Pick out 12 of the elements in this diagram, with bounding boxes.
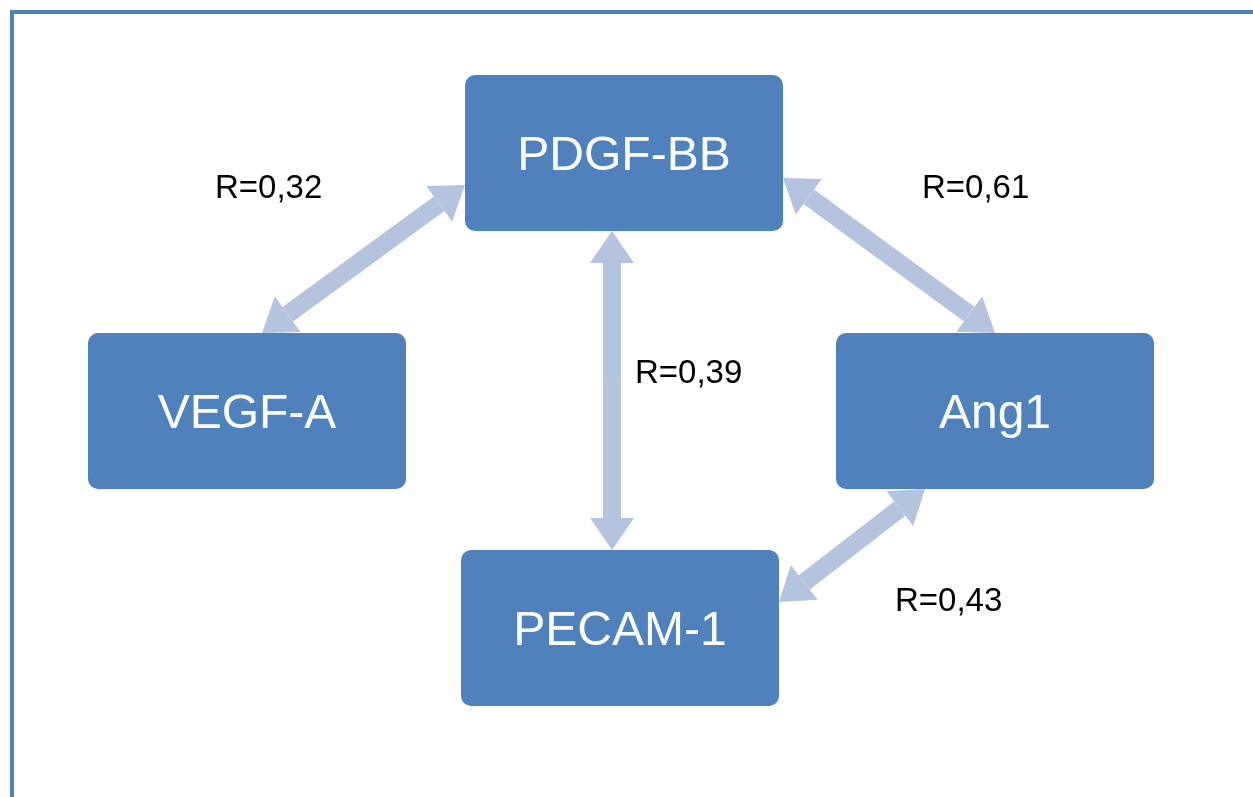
double-arrow (589, 231, 635, 550)
process-box (88, 333, 406, 489)
node-label: PDGF-BB (517, 125, 731, 181)
process-box (836, 333, 1154, 489)
process-box (465, 75, 783, 231)
double-arrow (779, 489, 926, 602)
double-arrow (261, 185, 465, 333)
node-label: VEGF-A (157, 383, 337, 439)
node-label: Ang1 (938, 383, 1052, 439)
double-arrow (783, 177, 995, 333)
node-label: PECAM-1 (513, 600, 727, 656)
process-box (461, 550, 779, 706)
